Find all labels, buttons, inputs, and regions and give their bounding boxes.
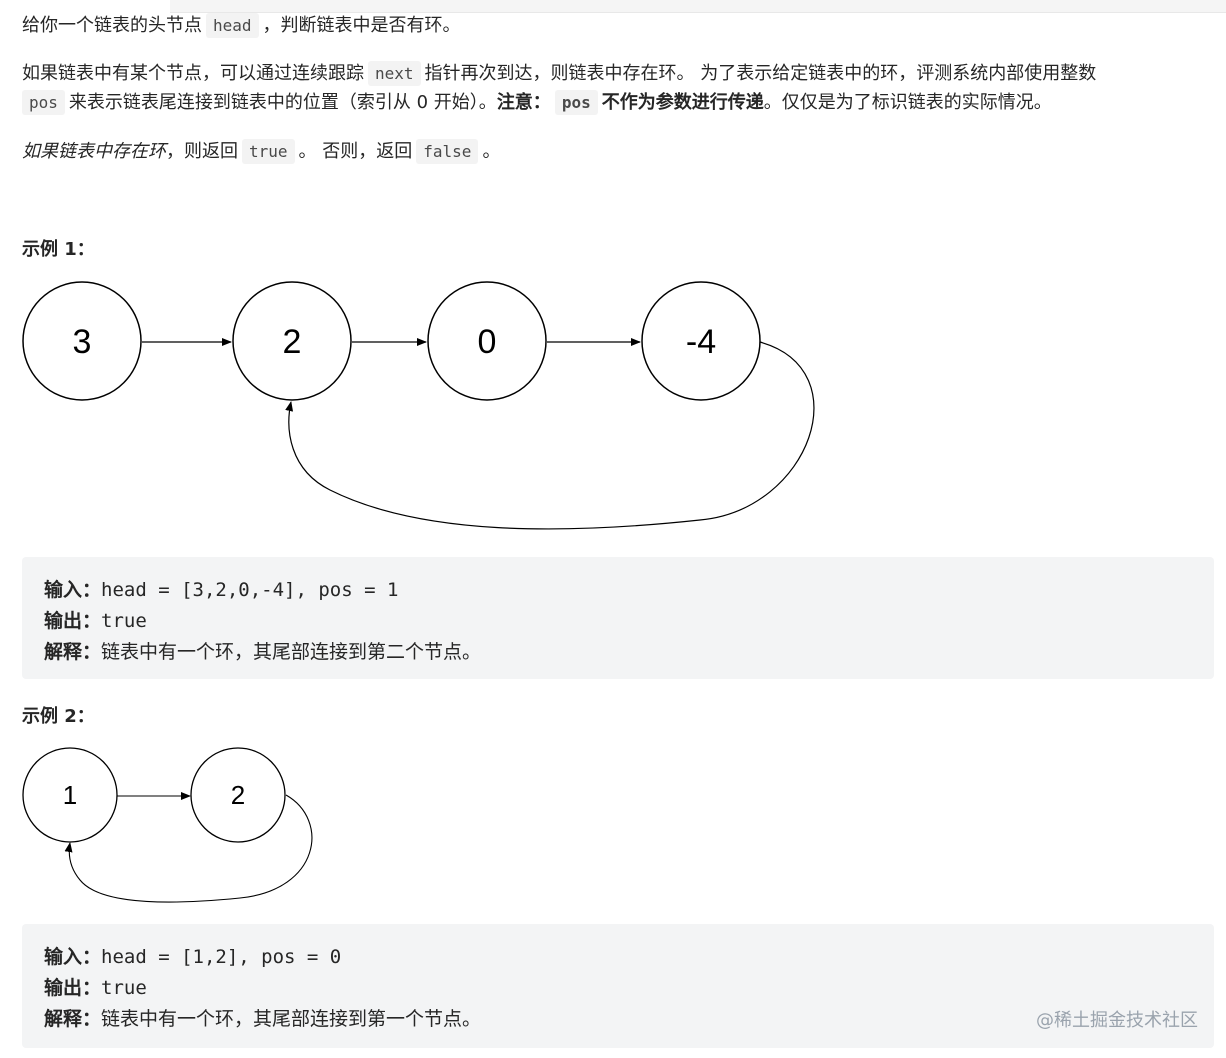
input-value: head = [3,2,0,-4], pos = 1 [101, 579, 399, 601]
example-1-explain: 解释：链表中有一个环，其尾部连接到第二个节点。 [44, 637, 481, 664]
input-label: 输入： [44, 946, 102, 968]
example-1-input: 输入：head = [3,2,0,-4], pos = 1 [44, 575, 398, 602]
cycle-arrow [285, 341, 815, 530]
intro-text: 给你一个链表的头节点 [22, 15, 202, 36]
cycle-arrow [64, 794, 313, 903]
inline-code-false: false [416, 139, 479, 164]
inline-code-head: head [206, 13, 259, 38]
intro-text: 。 [482, 141, 501, 162]
note-label: 注意： [496, 92, 551, 113]
top-bar [170, 0, 1226, 13]
example-1-output: 输出：true [44, 606, 147, 633]
explain-value: 链表中有一个环，其尾部连接到第一个节点。 [101, 1008, 482, 1030]
inline-code-next: next [368, 61, 421, 86]
example-2-output: 输出：true [44, 973, 147, 1000]
example-2-explain: 解释：链表中有一个环，其尾部连接到第一个节点。 [44, 1004, 481, 1031]
output-value: true [101, 610, 147, 632]
intro-text: 。 否则，返回 [298, 141, 413, 162]
node-0: 0 [427, 281, 547, 401]
output-value: true [101, 977, 147, 999]
explain-label: 解释： [44, 641, 102, 663]
output-label: 输出： [44, 977, 102, 999]
inline-code-true: true [242, 139, 295, 164]
node-neg4: -4 [641, 281, 761, 401]
node-2: 2 [232, 281, 352, 401]
input-label: 输入： [44, 579, 102, 601]
intro-text: 如果链表中有某个节点，可以通过连续跟踪 [22, 63, 364, 84]
node-label: 2 [283, 323, 302, 361]
node-3: 3 [22, 281, 142, 401]
intro-text: 指针再次到达，则链表中存在环。 为了表示给定链表中的环，评测系统内部使用整数 [424, 63, 1097, 84]
example-2-box: 输入：head = [1,2], pos = 0 输出：true 解释：链表中有… [22, 924, 1214, 1048]
node-label: 3 [73, 323, 92, 361]
explain-label: 解释： [44, 1008, 102, 1030]
node-2b: 2 [190, 747, 286, 843]
inline-code-pos-bold: pos [554, 90, 598, 115]
intro-text: ，则返回 [166, 141, 238, 162]
intro-text: 来表示链表尾连接到链表中的位置（索引从 0 开始）。 [68, 92, 497, 113]
example-1-diagram: 3 2 0 -4 [22, 281, 815, 530]
output-label: 输出： [44, 610, 102, 632]
example-2-input: 输入：head = [1,2], pos = 0 [44, 942, 341, 969]
inline-code-pos: pos [22, 90, 65, 115]
bold-text: 不作为参数进行传递 [601, 92, 764, 113]
node-label: 2 [231, 780, 245, 810]
node-label: 0 [478, 323, 497, 361]
intro-text: 。仅仅是为了标识链表的实际情况。 [763, 92, 1052, 113]
watermark: @稀土掘金技术社区 [1036, 1010, 1198, 1031]
node-1: 1 [22, 747, 118, 843]
input-value: head = [1,2], pos = 0 [101, 946, 342, 968]
example-2-heading: 示例 2： [22, 706, 95, 727]
explain-value: 链表中有一个环，其尾部连接到第二个节点。 [101, 641, 482, 663]
node-label: 1 [63, 780, 77, 810]
example-2-diagram: 1 2 [22, 747, 313, 903]
intro-text: ，判断链表中是否有环。 [262, 15, 461, 36]
node-label: -4 [686, 323, 716, 361]
example-1-heading: 示例 1： [22, 239, 95, 260]
example-1-box: 输入：head = [3,2,0,-4], pos = 1 输出：true 解释… [22, 557, 1214, 679]
italic-text: 如果链表中存在环 [22, 141, 166, 162]
